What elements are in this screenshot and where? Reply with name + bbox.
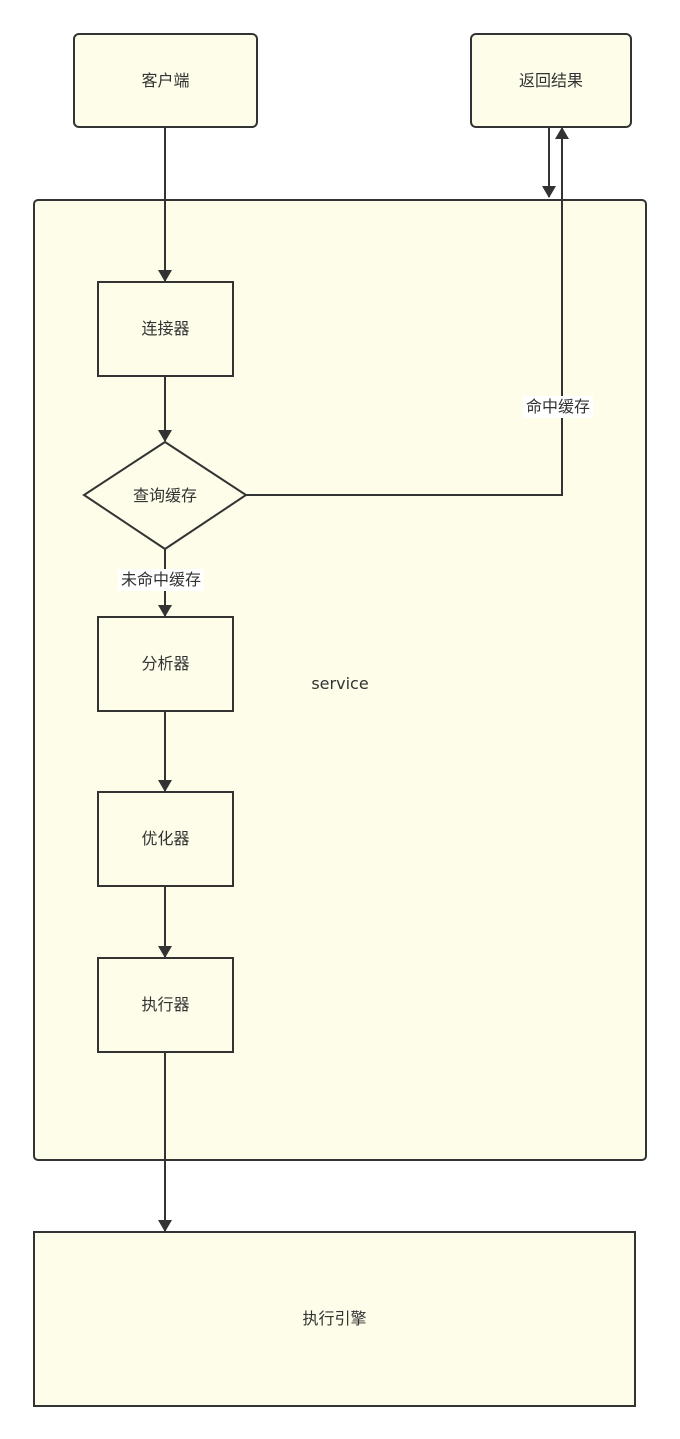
optimizer-label: 优化器 [141, 829, 190, 848]
analyzer-label: 分析器 [141, 654, 190, 673]
client-label: 客户端 [141, 70, 190, 90]
query-cache-label: 查询缓存 [132, 485, 197, 505]
edge-cache-hit-result [246, 127, 569, 496]
cache-hit-label: 命中缓存 [523, 396, 594, 418]
cache-miss-label: 未命中缓存 [118, 569, 205, 591]
optimizer-node [97, 791, 234, 887]
result-label: 返回结果 [518, 70, 583, 90]
service-container [33, 199, 647, 1161]
result-node [470, 33, 632, 128]
engine-node [33, 1231, 636, 1407]
executor-label: 执行器 [141, 995, 190, 1014]
executor-node [97, 957, 234, 1053]
analyzer-node [97, 616, 234, 712]
connector-node [97, 281, 234, 377]
service-label: service [311, 674, 369, 693]
connector-label: 连接器 [141, 319, 190, 338]
engine-label: 执行引擎 [302, 1309, 367, 1328]
